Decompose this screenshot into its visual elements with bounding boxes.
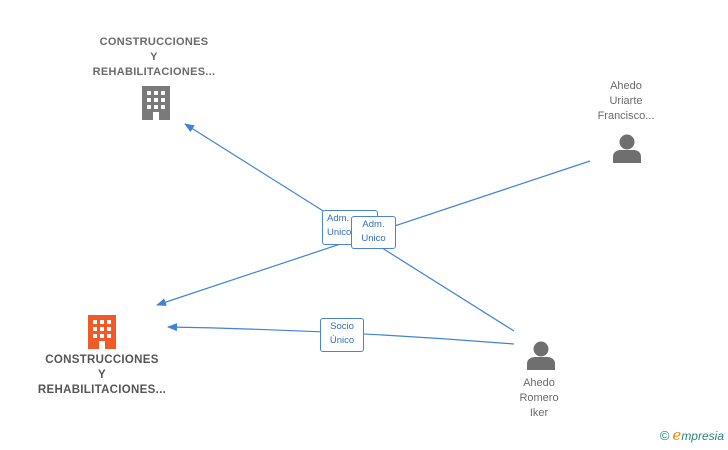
- person-icon[interactable]: [612, 133, 642, 163]
- person-francisco-label[interactable]: Ahedo Uriarte Francisco...: [597, 80, 655, 122]
- person-iker-label[interactable]: Ahedo Romero Iker: [519, 377, 559, 419]
- copyright-icon: ©: [659, 427, 670, 443]
- brand-logo: empresia: [672, 426, 724, 444]
- building-icon-main[interactable]: [87, 315, 117, 349]
- brand-watermark: © empresia: [660, 426, 724, 444]
- edge-label-socio-unico[interactable]: Socio Único: [320, 318, 364, 352]
- person-icon[interactable]: [526, 340, 556, 370]
- company-top-label[interactable]: CONSTRUCCIONES Y REHABILITACIONES...: [92, 36, 216, 78]
- building-icon[interactable]: [141, 86, 171, 120]
- company-main-label[interactable]: CONSTRUCCIONES Y REHABILITACIONES...: [37, 354, 167, 396]
- edge-label-adm-unico[interactable]: Adm. Unico: [351, 216, 396, 249]
